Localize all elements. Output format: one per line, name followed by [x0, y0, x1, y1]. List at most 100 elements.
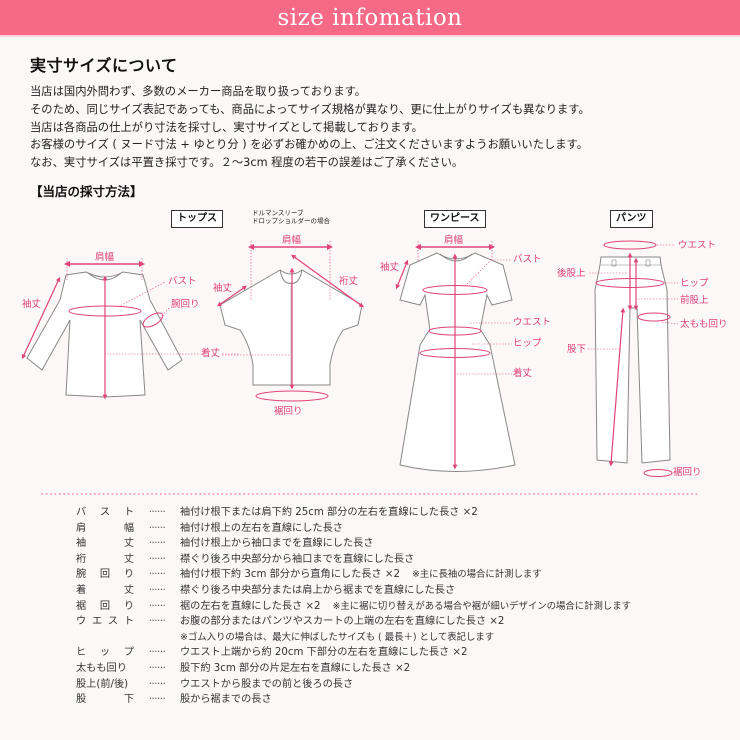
definition-desc: 襟ぐり後ろ中央部分または肩上から裾までを直線にした長さ	[180, 583, 726, 599]
leader-dots: ······	[148, 569, 166, 581]
definition-row: 股下 ······ 股から裾までの長さ	[76, 692, 726, 708]
definition-row: 裄丈 ······ 襟ぐり後ろ中央部分から袖口までを直線にした長さ	[76, 552, 726, 568]
definition-desc: 股下約 3cm 部分の片足左右を直線にした長さ ×2	[180, 661, 726, 677]
definition-desc: 袖付け根上から袖口までを直線にした長さ	[180, 536, 726, 552]
desc-text: 袖付け根上の左右を直線にした長さ	[180, 522, 343, 534]
term-char: 股	[76, 694, 87, 706]
label-pants-waist: ウエスト	[678, 240, 717, 251]
desc-text: 袖付け根上から袖口までを直線にした長さ	[180, 538, 374, 550]
intro-line: お客様のサイズ ( ヌード寸法 + ゆとり分 ) を必ずお確かめの上、ご注文くだ…	[30, 138, 589, 152]
desc-text: ウエストから股までの前と後ろの長さ	[180, 678, 354, 690]
definition-term: ヒップ	[76, 645, 134, 661]
leader-dots: ······	[148, 616, 166, 628]
definition-desc: 袖付け根下約 3cm 部分から直角にした長さ ×2 ※主に長袖の場合に計測します	[180, 567, 726, 583]
label-onepiece-hip: ヒップ	[513, 338, 542, 349]
definition-term: 袖丈	[76, 536, 134, 552]
term-char: 下	[123, 694, 134, 706]
leader-dots: ······	[148, 694, 166, 706]
leader-dots: ······	[148, 553, 166, 565]
definition-row: ヒップ ······ ウエスト上端から約 20cm 下部分の左右を直線にした長さ…	[76, 645, 726, 661]
definition-desc: ウエストから股までの前と後ろの長さ	[180, 677, 726, 693]
desc-text: 股から裾までの長さ	[180, 694, 272, 706]
definition-row: 肩幅 ······ 袖付け根上の左右を直線にした長さ	[76, 521, 726, 537]
term-char: ス	[99, 507, 111, 518]
leader-dots: ······	[148, 678, 166, 690]
leader-dots: ······	[148, 584, 166, 596]
desc-text: 袖付け根下または肩下約 25cm 部分の左右を直線にした長さ ×2	[180, 507, 478, 518]
page-title: size infomation	[277, 5, 463, 31]
definition-term: バスト	[76, 505, 134, 521]
leader-dots: ······	[148, 538, 166, 550]
term-char: 肩	[76, 522, 87, 534]
dolman-note-line: ドルマンスリーブ	[252, 209, 304, 217]
definition-desc: 裾の左右を直線にした長さ ×2※主に裾に切り替えがある場合や裾が細いデザインの場…	[180, 599, 726, 615]
term-char: ッ	[99, 647, 111, 659]
term-char: 丈	[123, 538, 134, 550]
definition-desc: 襟ぐり後ろ中央部分から袖口までを直線にした長さ	[180, 552, 726, 568]
intro-section: 実寸サイズについて 当店は国内外問わず、多数のメーカー商品を取り扱っております。…	[30, 52, 720, 172]
label-tops-arm: 腕回り	[171, 299, 200, 310]
definition-term: 腕回り	[76, 567, 134, 583]
leader-dots: ······	[148, 507, 166, 518]
intro-line: 当店は各商品の仕上がり寸法を採寸し、実寸サイズとして掲載しております。	[30, 120, 423, 134]
label-onepiece-length: 着丈	[513, 368, 533, 379]
label-pants-hem: 裾回り	[673, 467, 702, 478]
dolman-note-line: ドロップショルダーの場合	[252, 217, 330, 225]
desc-text: ウエスト上端から約 20cm 下部分の左右を直線にした長さ ×2	[180, 647, 468, 659]
label-tops-shoulder: 肩幅	[95, 252, 115, 263]
definition-row: 着丈 ······ 襟ぐり後ろ中央部分または肩上から裾までを直線にした長さ	[76, 583, 726, 599]
term-char: ウ	[76, 616, 87, 628]
definition-term: 股上(前/後)	[76, 677, 134, 693]
label-pants-thigh: 太もも回り	[680, 319, 728, 330]
label-dolman-hem: 裾回り	[274, 406, 303, 417]
desc-text: 股下約 3cm 部分の片足左右を直線にした長さ ×2	[180, 662, 411, 674]
definition-desc: 袖付け根上の左右を直線にした長さ	[180, 521, 726, 537]
term-char: 丈	[123, 584, 134, 596]
intro-line: そのため、同じサイズ表記であっても、商品によってサイズ規格が異なり、更に仕上がり…	[30, 102, 590, 116]
desc-note: ※主に裾に切り替えがある場合や裾が細いデザインの場合に計測します	[332, 600, 631, 612]
definition-desc: ウエスト上端から約 20cm 下部分の左右を直線にした長さ ×2	[180, 645, 726, 661]
definition-row: 袖丈 ······ 袖付け根上から袖口までを直線にした長さ	[76, 536, 726, 552]
term-char: 太もも回り	[76, 662, 127, 674]
term-char: 着	[76, 584, 87, 596]
desc-text: 襟ぐり後ろ中央部分から袖口までを直線にした長さ	[180, 553, 415, 565]
definition-desc: 股から裾までの長さ	[180, 692, 726, 708]
onepiece-illustration	[399, 252, 516, 472]
term-char: 回	[99, 600, 111, 612]
desc-text: 袖付け根下約 3cm 部分から直角にした長さ ×2	[180, 569, 400, 581]
leader-dots: ······	[148, 662, 166, 674]
term-char: 股上(前/後)	[76, 678, 129, 690]
category-tops: トップス	[171, 210, 223, 228]
method-title: 【当店の採寸方法】	[30, 184, 143, 199]
term-char: り	[123, 600, 134, 612]
desc-note: ※主に長袖の場合に計測します	[411, 569, 542, 581]
label-dolman-shoulder: 肩幅	[282, 235, 302, 246]
term-char: ス	[107, 616, 119, 628]
label-onepiece-sleeve: 袖丈	[380, 262, 400, 273]
label-onepiece-waist: ウエスト	[513, 317, 552, 328]
term-char: 幅	[123, 522, 134, 534]
term-char: 回	[99, 569, 111, 581]
leader-dots: ······	[148, 600, 166, 612]
definition-term: 裄丈	[76, 552, 134, 568]
garment-illustrations	[21, 240, 679, 477]
label-pants-inseam: 股下	[567, 344, 587, 355]
definition-desc: 袖付け根下または肩下約 25cm 部分の左右を直線にした長さ ×2	[180, 505, 726, 521]
term-char: ヒ	[76, 647, 87, 659]
definition-term: 裾回り	[76, 599, 134, 615]
label-onepiece-bust: バスト	[513, 254, 542, 265]
term-char: 裄	[76, 553, 87, 565]
term-char: バ	[76, 507, 87, 518]
label-dolman-sleeve: 袖丈	[213, 283, 233, 294]
page-header: size infomation	[0, 0, 740, 37]
category-onepiece: ワンピース	[424, 210, 486, 228]
definition-term: 股下	[76, 692, 134, 708]
term-char: エ	[91, 616, 103, 628]
category-pants: パンツ	[610, 210, 653, 228]
measurement-diagram: トップス ドルマンスリーブ ドロップショルダーの場合 ワンピース パンツ	[0, 200, 740, 490]
label-pants-hip: ヒップ	[680, 278, 709, 289]
definition-term: 着丈	[76, 583, 134, 599]
leader-dots: ······	[148, 647, 166, 659]
leader-dots: ······	[148, 522, 166, 534]
definition-term: 肩幅	[76, 521, 134, 537]
